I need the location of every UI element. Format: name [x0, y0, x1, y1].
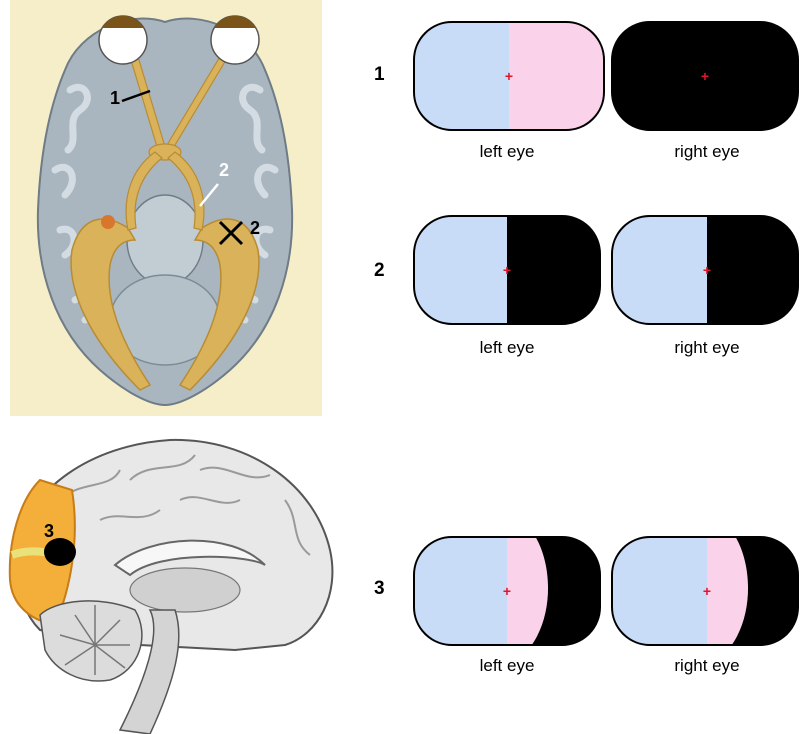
corpus-callosum [113, 539, 266, 577]
lesion-2-tract-marker [199, 183, 219, 207]
left-hemifield [414, 537, 507, 645]
left-hemifield [414, 216, 507, 324]
brain-gyri-right [234, 84, 279, 324]
visual-field-row2-left-eye: + [413, 215, 605, 325]
fixation-point: + [503, 262, 511, 278]
optic-tract-left [125, 151, 163, 231]
visual-field-row1-right-eye: + [611, 21, 800, 131]
eye-label-row2-right: right eye [674, 338, 740, 357]
blind-peripheral-field [731, 537, 798, 645]
lgn-left [101, 215, 115, 229]
cerebellum [39, 600, 143, 682]
right-hemifield [509, 22, 604, 130]
blind-right-hemifield [707, 216, 798, 324]
occipital-lesion [44, 538, 76, 566]
eye-label-row3-right: right eye [674, 656, 740, 675]
gyri-lines [59, 454, 311, 556]
fixation-point: + [703, 262, 711, 278]
fixation-point: + [703, 583, 711, 599]
field-outline [611, 536, 799, 646]
visual-field-row2-right-eye: + [611, 215, 800, 325]
eye-label-row1-left: left eye [479, 142, 535, 161]
blind-field [611, 21, 799, 131]
fixation-point: + [505, 68, 513, 84]
lesion-3-label: 3 [44, 521, 54, 541]
cerebellum-folia [59, 605, 130, 675]
optic-radiation-left [70, 218, 152, 391]
visual-field-row3-right-eye: + [611, 536, 800, 646]
lesion-2-cross-b [218, 220, 244, 246]
field-outline [413, 536, 601, 646]
eye-label-row3-left: left eye [479, 656, 535, 675]
optic-tract-right [167, 151, 205, 231]
field-outline [413, 21, 605, 131]
blind-right-hemifield [507, 216, 600, 324]
row-number-2: 2 [374, 260, 385, 281]
brain-ventral-illustration: 1 2 2 [10, 0, 322, 416]
lesion-2-upper-label: 2 [219, 160, 229, 180]
row-number-3: 3 [374, 578, 385, 599]
left-hemifield [612, 537, 707, 645]
left-hemifield [414, 22, 509, 130]
brain-sagittal-illustration: 3 [8, 438, 334, 734]
eye-label-row1-right: right eye [674, 142, 740, 161]
fixation-point: + [503, 583, 511, 599]
fixation-point: + [701, 68, 709, 84]
right-eyeball-cap [214, 15, 256, 28]
thalamus [129, 567, 241, 613]
blind-peripheral-field [531, 537, 600, 645]
row-number-1: 1 [374, 64, 385, 85]
brainstem [118, 609, 180, 734]
lesion-2-lower-label: 2 [250, 218, 260, 238]
optic-radiation-right [178, 218, 260, 391]
lesion-1-label: 1 [110, 88, 120, 108]
visual-field-row3-left-eye: + [413, 536, 605, 646]
left-eyeball-cap [102, 15, 144, 28]
brain-gyri-left [51, 84, 96, 324]
field-outline [611, 215, 799, 325]
lesion-1-marker [121, 89, 151, 103]
brainstem [126, 194, 204, 286]
visual-field-row1-left-eye: + [413, 21, 605, 131]
left-hemifield [612, 216, 707, 324]
field-outline [413, 215, 601, 325]
eye-label-row2-left: left eye [479, 338, 535, 357]
